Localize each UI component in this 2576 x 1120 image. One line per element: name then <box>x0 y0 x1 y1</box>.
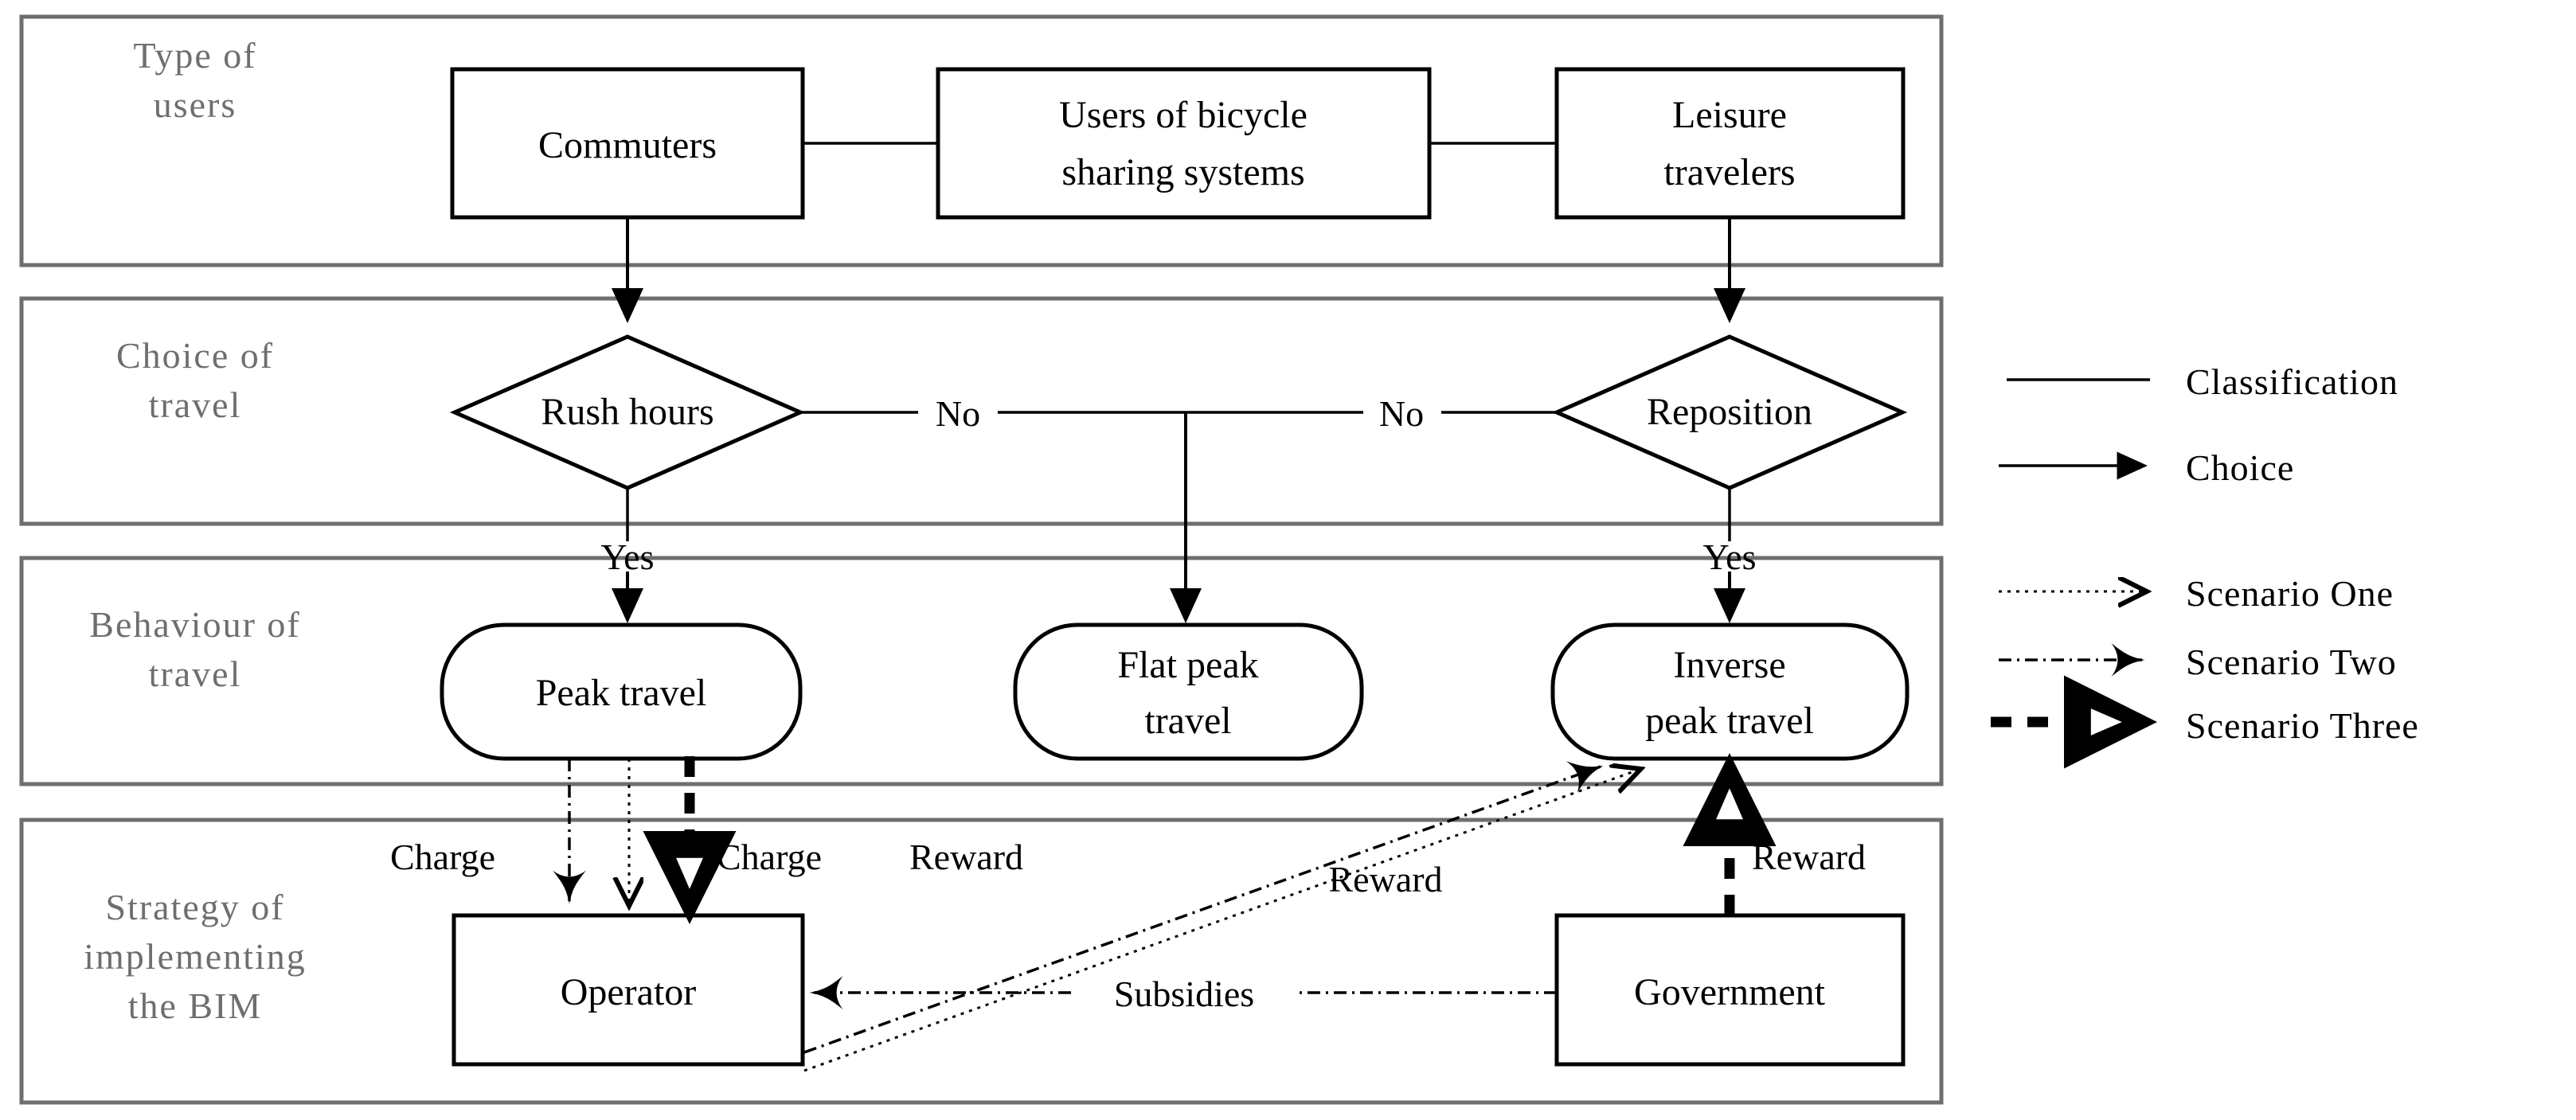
edge-label-charge-right: Charge <box>717 837 822 877</box>
node-operator[interactable] <box>451 913 805 1067</box>
node-rush-hours-label: Rush hours <box>541 391 713 433</box>
legend: Classification Choice Scenario One Scena… <box>1991 361 2419 769</box>
row-label-strategy-line2: implementing <box>84 936 307 977</box>
edge-label-subsidies: Subsidies <box>1114 974 1254 1014</box>
legend-label-scenario-two: Scenario Two <box>2186 642 2397 682</box>
scenario-two-arrow-operator-to-inverse-peak <box>803 761 1604 1054</box>
legend-label-classification: Classification <box>2186 361 2398 402</box>
panel-strategy-of-implementing <box>19 818 1944 1105</box>
node-bike-share-users-label-line2: sharing systems <box>1061 151 1304 193</box>
edge-label-reward-mid: Reward <box>909 837 1023 877</box>
row-label-type-of-users-line1: Type of <box>133 35 256 76</box>
node-bike-share-users-label-line1: Users of bicycle <box>1059 94 1308 136</box>
node-flat-peak-travel[interactable] <box>1013 622 1364 761</box>
node-government[interactable] <box>1554 913 1906 1067</box>
node-leisure-travelers-label-line1: Leisure <box>1672 94 1787 136</box>
edge-label-charge-left: Charge <box>390 837 495 877</box>
node-leisure-travelers-label-line2: travelers <box>1663 151 1795 193</box>
row-label-choice-of-travel-line1: Choice of <box>116 335 274 376</box>
edge-label-reward-diagonal: Reward <box>1328 859 1442 900</box>
edge-label-no-left: No <box>936 393 980 434</box>
panel-behaviour-of-travel <box>19 556 1944 786</box>
node-operator-label: Operator <box>561 971 697 1013</box>
legend-label-scenario-one: Scenario One <box>2186 573 2394 614</box>
node-commuters[interactable] <box>450 67 805 220</box>
node-commuters-label: Commuters <box>538 124 717 166</box>
node-reposition-label: Reposition <box>1647 391 1812 433</box>
node-peak-travel-label: Peak travel <box>536 672 707 714</box>
edge-label-reward-right: Reward <box>1752 837 1866 877</box>
node-leisure-travelers[interactable] <box>1554 67 1906 220</box>
row-label-strategy-line3: the BIM <box>128 985 263 1026</box>
row-label-choice-of-travel-line2: travel <box>149 384 242 425</box>
edge-label-yes-left: Yes <box>601 537 655 577</box>
edge-label-yes-right: Yes <box>1703 537 1757 577</box>
row-label-behaviour-of-travel-line2: travel <box>149 654 242 694</box>
node-flat-peak-travel-label-line2: travel <box>1144 700 1231 742</box>
node-government-label: Government <box>1634 971 1826 1013</box>
panel-choice-of-travel <box>19 296 1944 526</box>
row-label-behaviour-of-travel-line1: Behaviour of <box>89 604 300 645</box>
panel-type-of-users <box>19 14 1944 267</box>
node-inverse-peak-travel-label-line1: Inverse <box>1673 644 1785 686</box>
edge-label-no-right: No <box>1379 393 1424 434</box>
scenario-one-arrow-operator-to-inverse-peak <box>803 771 1636 1072</box>
node-bike-share-users[interactable] <box>936 67 1432 220</box>
node-flat-peak-travel-label-line1: Flat peak <box>1117 644 1258 686</box>
row-label-strategy-line1: Strategy of <box>105 887 284 927</box>
row-label-type-of-users-line2: users <box>154 84 237 125</box>
node-inverse-peak-travel-label-line2: peak travel <box>1645 700 1814 742</box>
legend-label-choice: Choice <box>2186 447 2294 488</box>
node-peak-travel[interactable] <box>440 622 803 761</box>
legend-label-scenario-three: Scenario Three <box>2186 705 2419 746</box>
